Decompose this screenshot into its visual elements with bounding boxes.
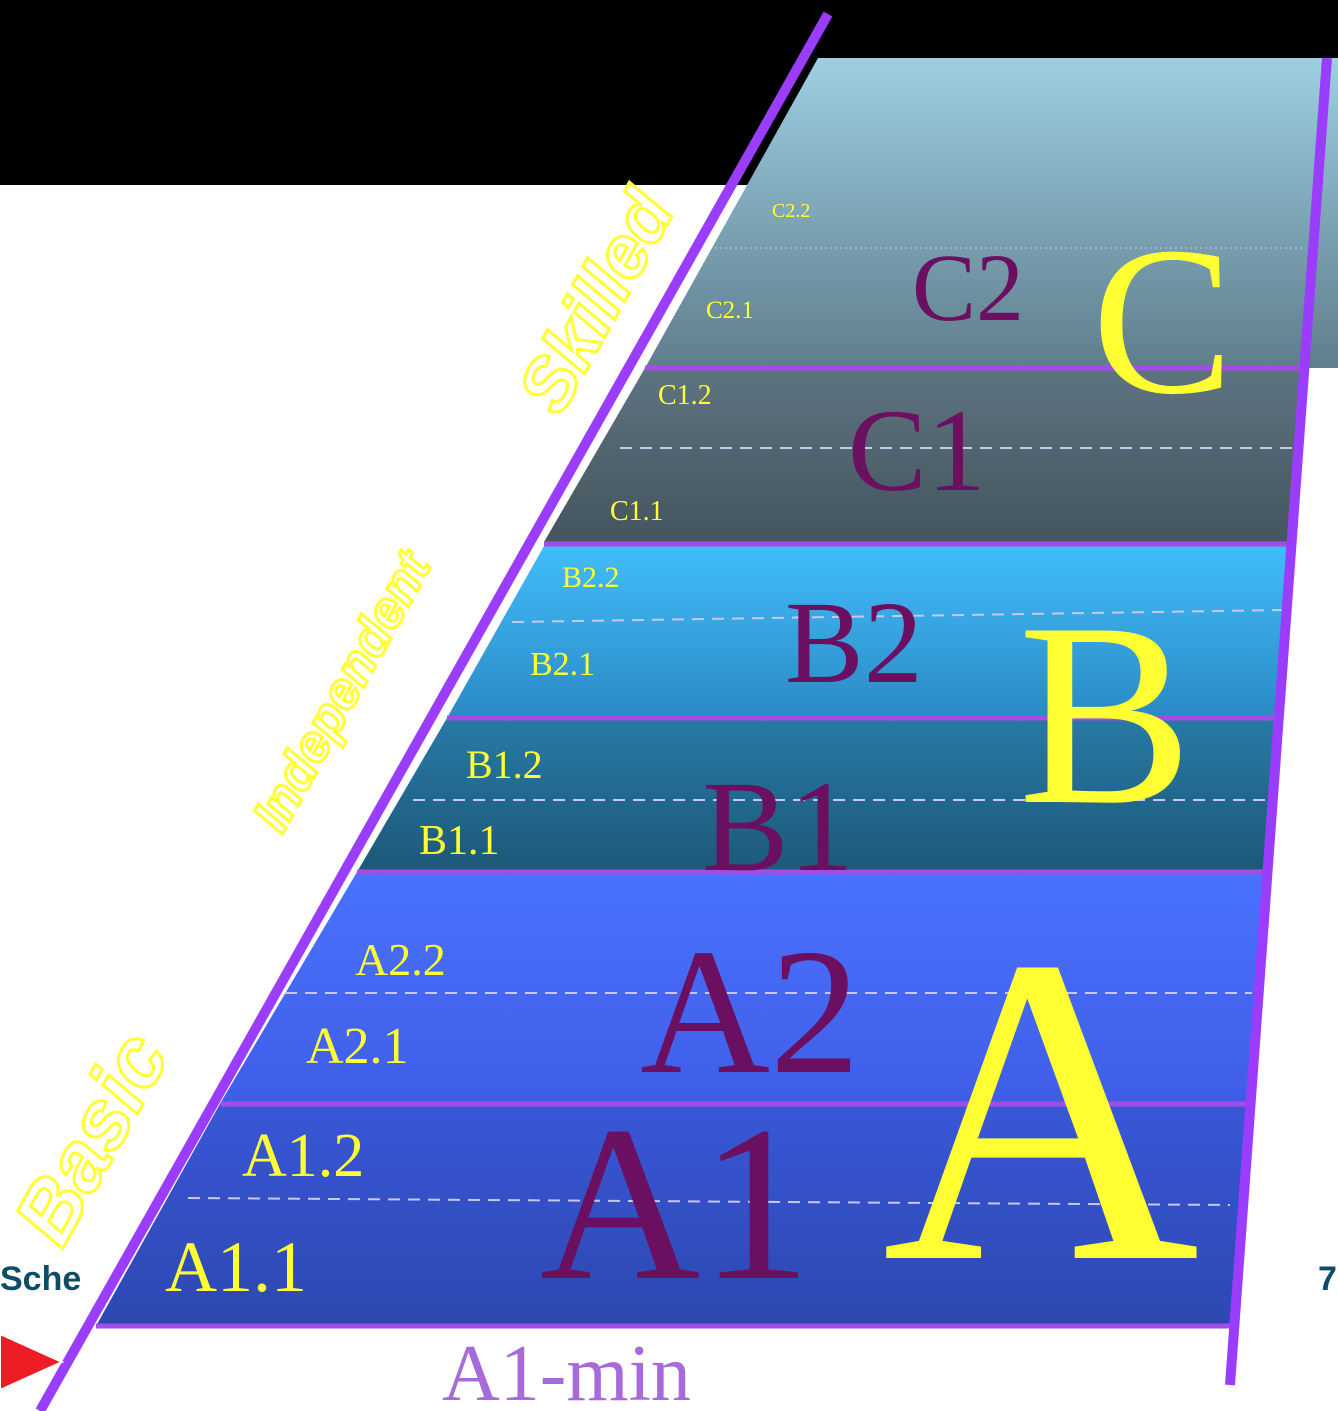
level-dividers (96, 365, 1304, 1329)
group-letter-a: A (882, 867, 1200, 1354)
sublevel-label-a2-1: A2.1 (306, 1018, 409, 1075)
sublevel-label-c2-1: C2.1 (706, 297, 754, 324)
sublevel-label-b1-1: B1.1 (419, 818, 500, 864)
band-c2 (645, 58, 1338, 368)
band-b1 (357, 718, 1281, 872)
group-letter-c: C (1092, 203, 1233, 438)
band-c1 (544, 368, 1304, 542)
sublevel-label-c1-1: C1.1 (610, 496, 664, 527)
sublevel-labels: C2.2 C2.1 C1.2 C1.1 B2.2 B2.1 B1.2 B1.1 … (165, 200, 810, 1307)
next-arrow-icon[interactable] (0, 1332, 65, 1392)
sublevel-label-b2-1: B2.1 (530, 646, 595, 683)
left-rail (35, 11, 833, 1411)
min-level-label: A1-min (442, 1330, 691, 1411)
dash-a1 (187, 1197, 1231, 1206)
page-number: 7 (1318, 1260, 1337, 1298)
sublevel-label-a1-1: A1.1 (165, 1227, 307, 1307)
level-label-b2: B2 (785, 577, 923, 708)
band-b2 (447, 546, 1292, 718)
dash-b2 (511, 609, 1283, 623)
sublevel-label-a2-2: A2.2 (355, 934, 446, 985)
footer-text: Sche (0, 1260, 81, 1298)
level-label-c2: C2 (912, 234, 1024, 341)
level-label-a1: A1 (540, 1081, 811, 1327)
sublevel-label-c2-2: C2.2 (772, 200, 810, 222)
level-label-c1: C1 (848, 385, 986, 516)
band-a1 (96, 1102, 1255, 1326)
band-a2 (221, 872, 1271, 1102)
level-label-a2: A2 (640, 912, 860, 1111)
sublevel-label-c1-2: C1.2 (658, 380, 712, 411)
sublevel-label-b1-2: B1.2 (466, 742, 543, 787)
group-letter-b: B (1018, 569, 1193, 859)
sublevel-label-b2-2: B2.2 (562, 561, 620, 594)
level-label-b1: B1 (702, 755, 854, 899)
right-rail (1225, 57, 1332, 1386)
sublevel-label-a1-2: A1.2 (242, 1122, 364, 1190)
sublevel-dividers (187, 247, 1306, 1206)
